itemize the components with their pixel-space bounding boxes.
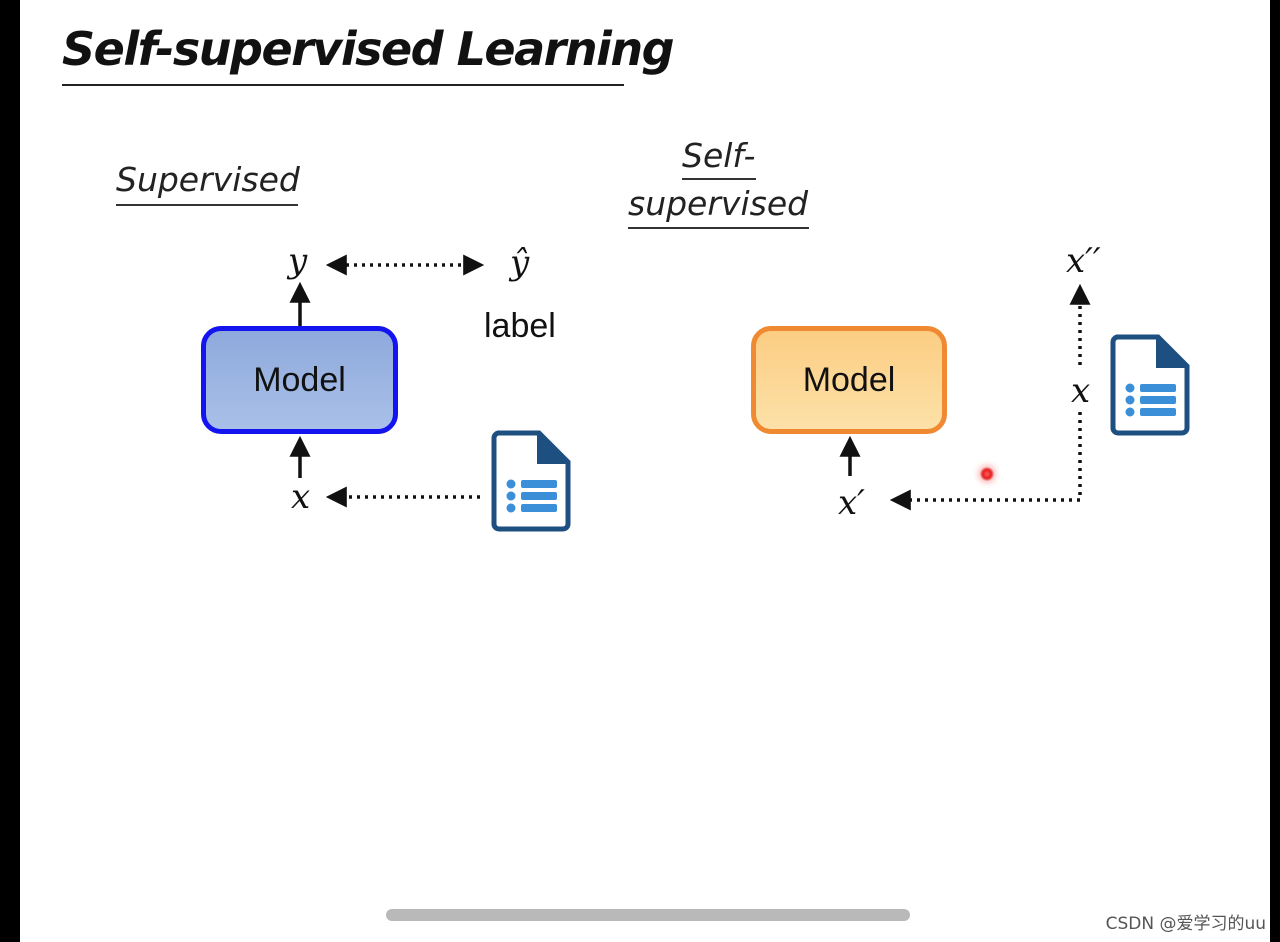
self-supervised-document-icon xyxy=(1110,334,1190,436)
self-supervised-target-x-double-prime: x′′ xyxy=(1066,241,1101,281)
self-supervised-model-label: Model xyxy=(802,360,896,399)
supervised-target-y-hat: ŷ xyxy=(510,243,530,283)
self-supervised-heading-line2-underline xyxy=(628,227,809,229)
horizontal-scrollbar[interactable] xyxy=(386,909,910,921)
supervised-document-icon xyxy=(491,430,571,532)
self-supervised-arrow-x-to-x-prime xyxy=(889,412,1082,511)
self-supervised-source-x: x xyxy=(1071,371,1091,411)
supervised-model-label: Model xyxy=(253,360,346,399)
self-supervised-heading-line1-underline xyxy=(682,178,756,180)
supervised-heading: Supervised xyxy=(116,160,300,199)
slide-title: Self-supervised Learning xyxy=(62,22,675,76)
laser-pointer-dot xyxy=(980,467,994,481)
supervised-label-caption: label xyxy=(484,307,556,345)
supervised-heading-underline xyxy=(116,204,298,206)
diagram-arrows xyxy=(289,254,1091,511)
supervised-output-y: y xyxy=(288,241,308,281)
supervised-input-x: x xyxy=(291,477,311,517)
self-supervised-model-box: Model xyxy=(751,326,947,434)
self-supervised-heading-line2: supervised xyxy=(628,184,809,223)
self-supervised-heading-line1: Self- xyxy=(682,136,756,175)
slide-canvas: Self-supervised Learning Supervised y ŷ … xyxy=(20,0,1270,942)
self-supervised-input-x-prime: x′ xyxy=(838,483,865,523)
csdn-watermark: CSDN @爱学习的uu xyxy=(1105,914,1266,934)
supervised-model-box: Model xyxy=(201,326,398,434)
slide-title-underline xyxy=(62,84,624,86)
